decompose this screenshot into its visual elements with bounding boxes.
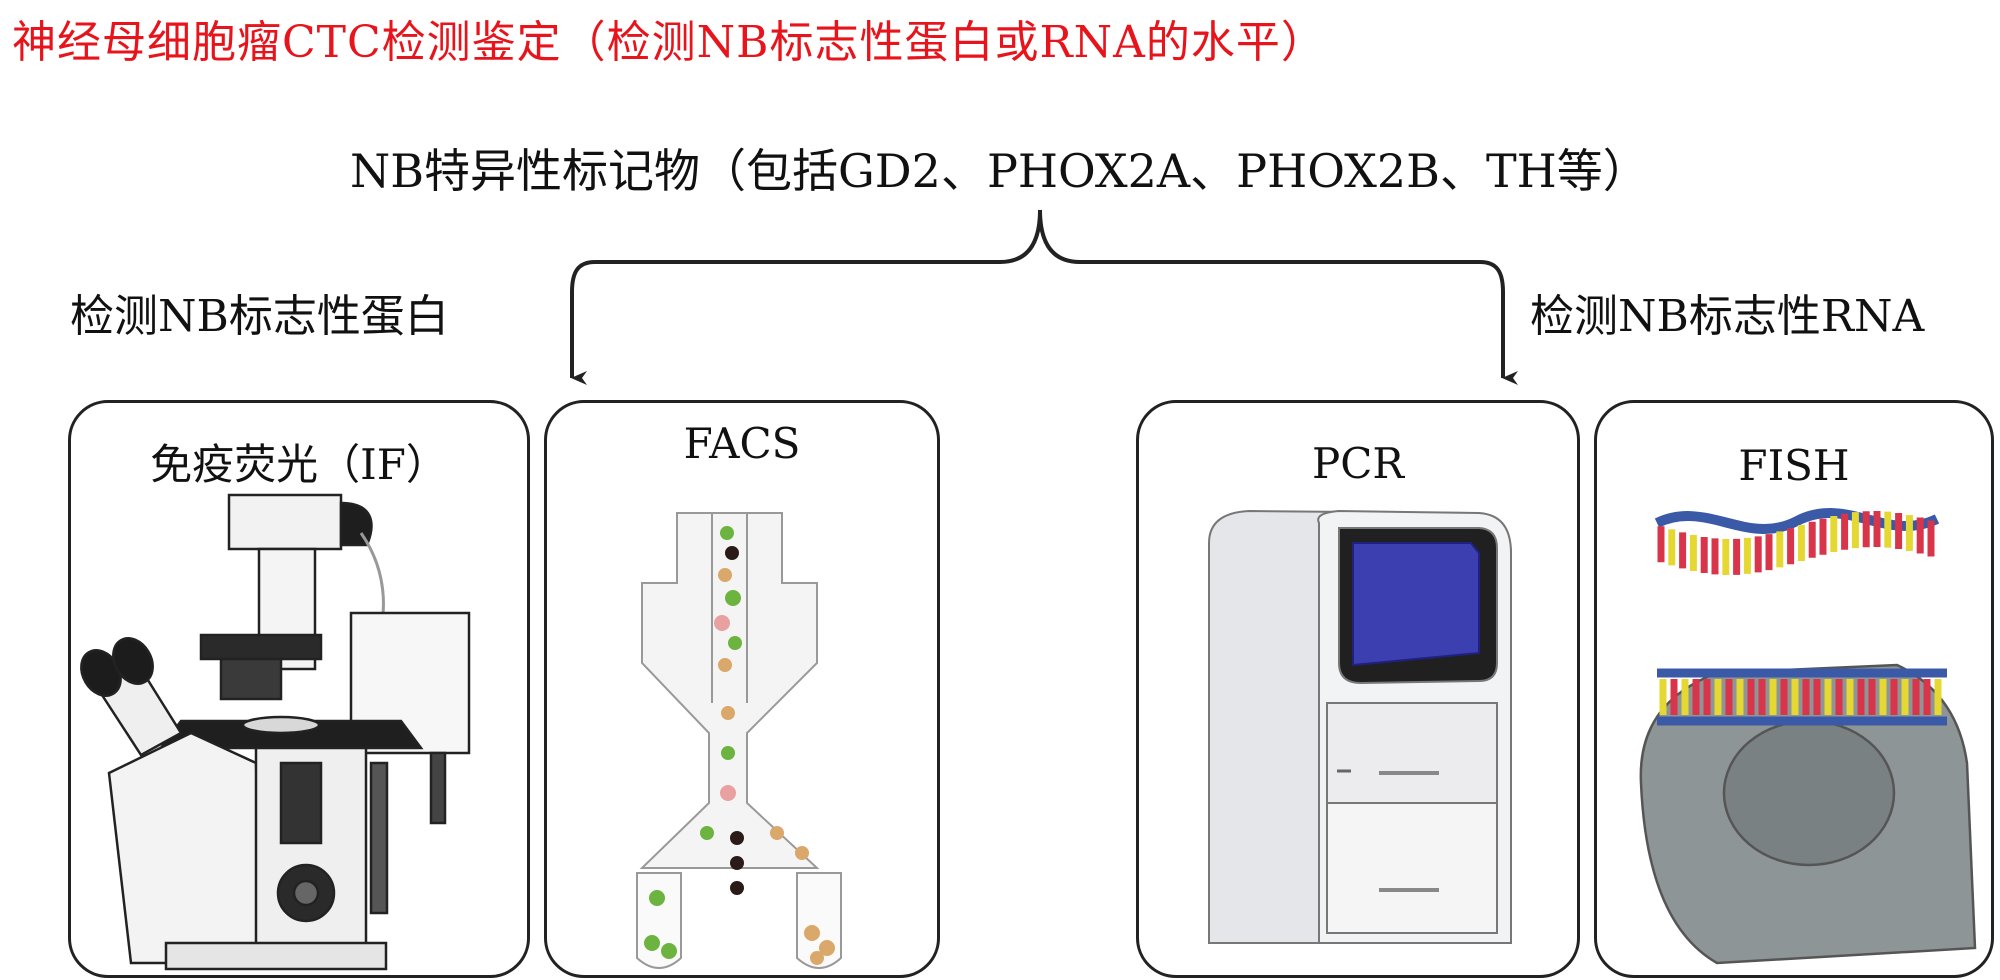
panel-title-if: 免疫荧光（IF） — [150, 440, 448, 489]
arrow-left — [570, 209, 1042, 385]
panel-pcr: PCR — [1136, 400, 1580, 978]
panel-facs: FACS — [544, 400, 940, 978]
flow-sorter-icon — [636, 512, 842, 969]
figure-title: 神经母细胞瘤CTC检测鉴定（检测NB标志性蛋白或RNA的水平） — [12, 17, 1326, 68]
rna-detection-label: 检测NB标志性RNA — [1530, 291, 1925, 342]
cells — [644, 526, 835, 965]
arrow-right — [1038, 209, 1518, 385]
panel-title-fish: FISH — [1738, 441, 1850, 490]
branch-connector — [570, 209, 1518, 385]
pcr-machine-icon — [1208, 509, 1512, 944]
protein-detection-label: 检测NB标志性蛋白 — [70, 291, 449, 342]
fish-probe-icon — [1639, 508, 1977, 965]
microscope-icon — [80, 493, 471, 971]
panel-title-pcr: PCR — [1311, 439, 1405, 488]
marker-subtitle: NB特异性标记物（包括GD2、PHOX2A、PHOX2B、TH等） — [350, 144, 1649, 198]
panel-immunofluorescence: 免疫荧光（IF） — [68, 400, 530, 978]
panel-fish: FISH — [1594, 400, 1994, 978]
panel-title-facs: FACS — [683, 419, 801, 468]
